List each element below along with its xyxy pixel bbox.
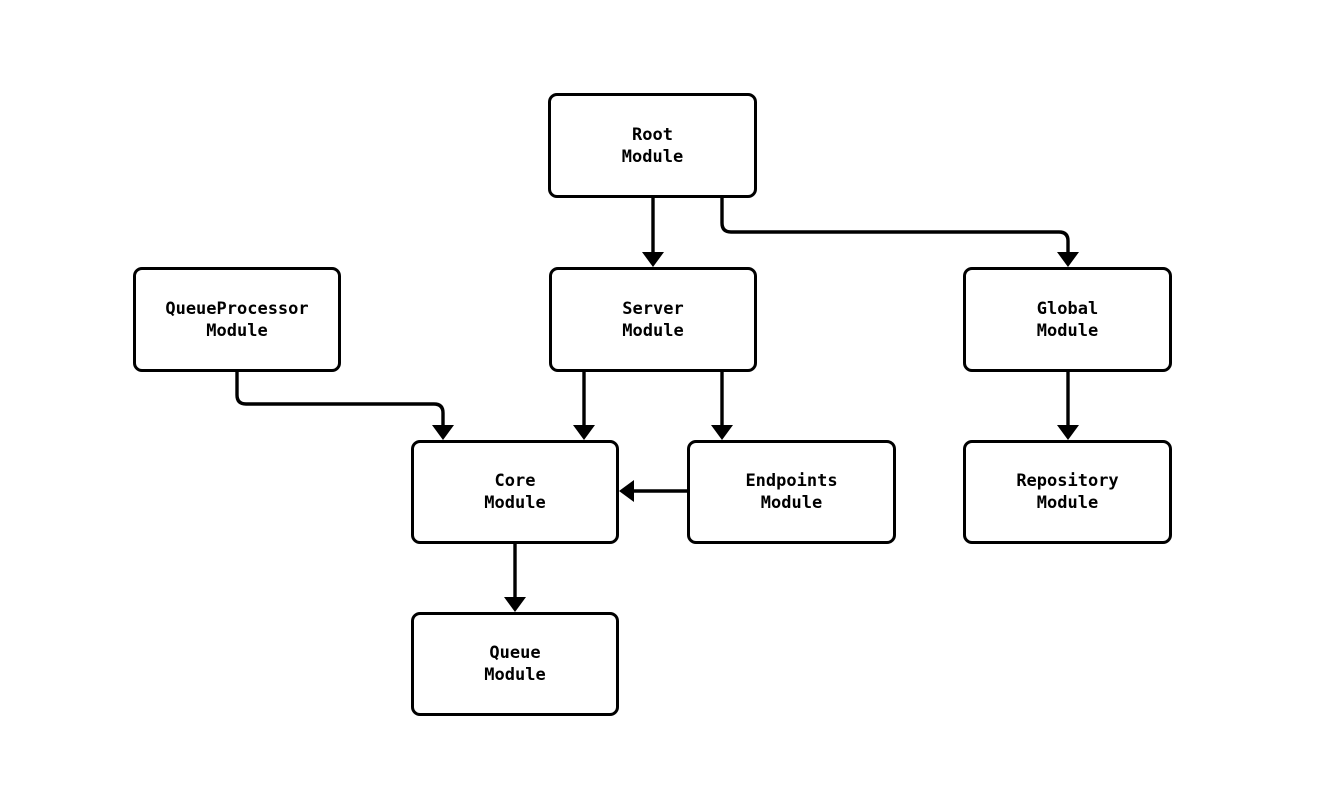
node-label-line: Server	[622, 298, 684, 319]
arrowhead-endpoints-to-core	[619, 480, 634, 502]
node-label-line: Module	[484, 493, 546, 513]
edge-root-to-global	[720, 198, 1070, 255]
node-label-line: Queue	[489, 643, 541, 663]
arrowhead-server-to-core	[573, 425, 595, 440]
edge-queueprocessor-to-core	[235, 372, 445, 428]
node-label-line: Endpoints	[745, 471, 838, 491]
node-label-line: Module	[484, 665, 546, 685]
arrowhead-server-to-endpoints	[711, 425, 733, 440]
node-label-line: Global	[1036, 298, 1099, 319]
arrowhead-core-to-queue	[504, 597, 526, 612]
node-label-line: Module	[621, 146, 684, 167]
node-label-line: Module	[1036, 493, 1099, 513]
arrowhead-root-to-global	[1057, 252, 1079, 267]
node-label-line: Module	[206, 320, 268, 341]
arrowhead-root-to-server	[642, 252, 664, 267]
node-label-line: QueueProcessor	[165, 298, 309, 319]
arrowhead-global-to-repository	[1057, 425, 1079, 440]
node-label-line: Module	[1036, 320, 1099, 341]
node-label-line: Module	[760, 493, 823, 513]
node-label-line: Repository	[1016, 471, 1119, 491]
arrowhead-queueprocessor-to-core	[432, 425, 454, 440]
node-label-line: Module	[622, 320, 684, 341]
node-label-line: Core	[494, 471, 536, 491]
node-label-line: Root	[632, 124, 673, 145]
